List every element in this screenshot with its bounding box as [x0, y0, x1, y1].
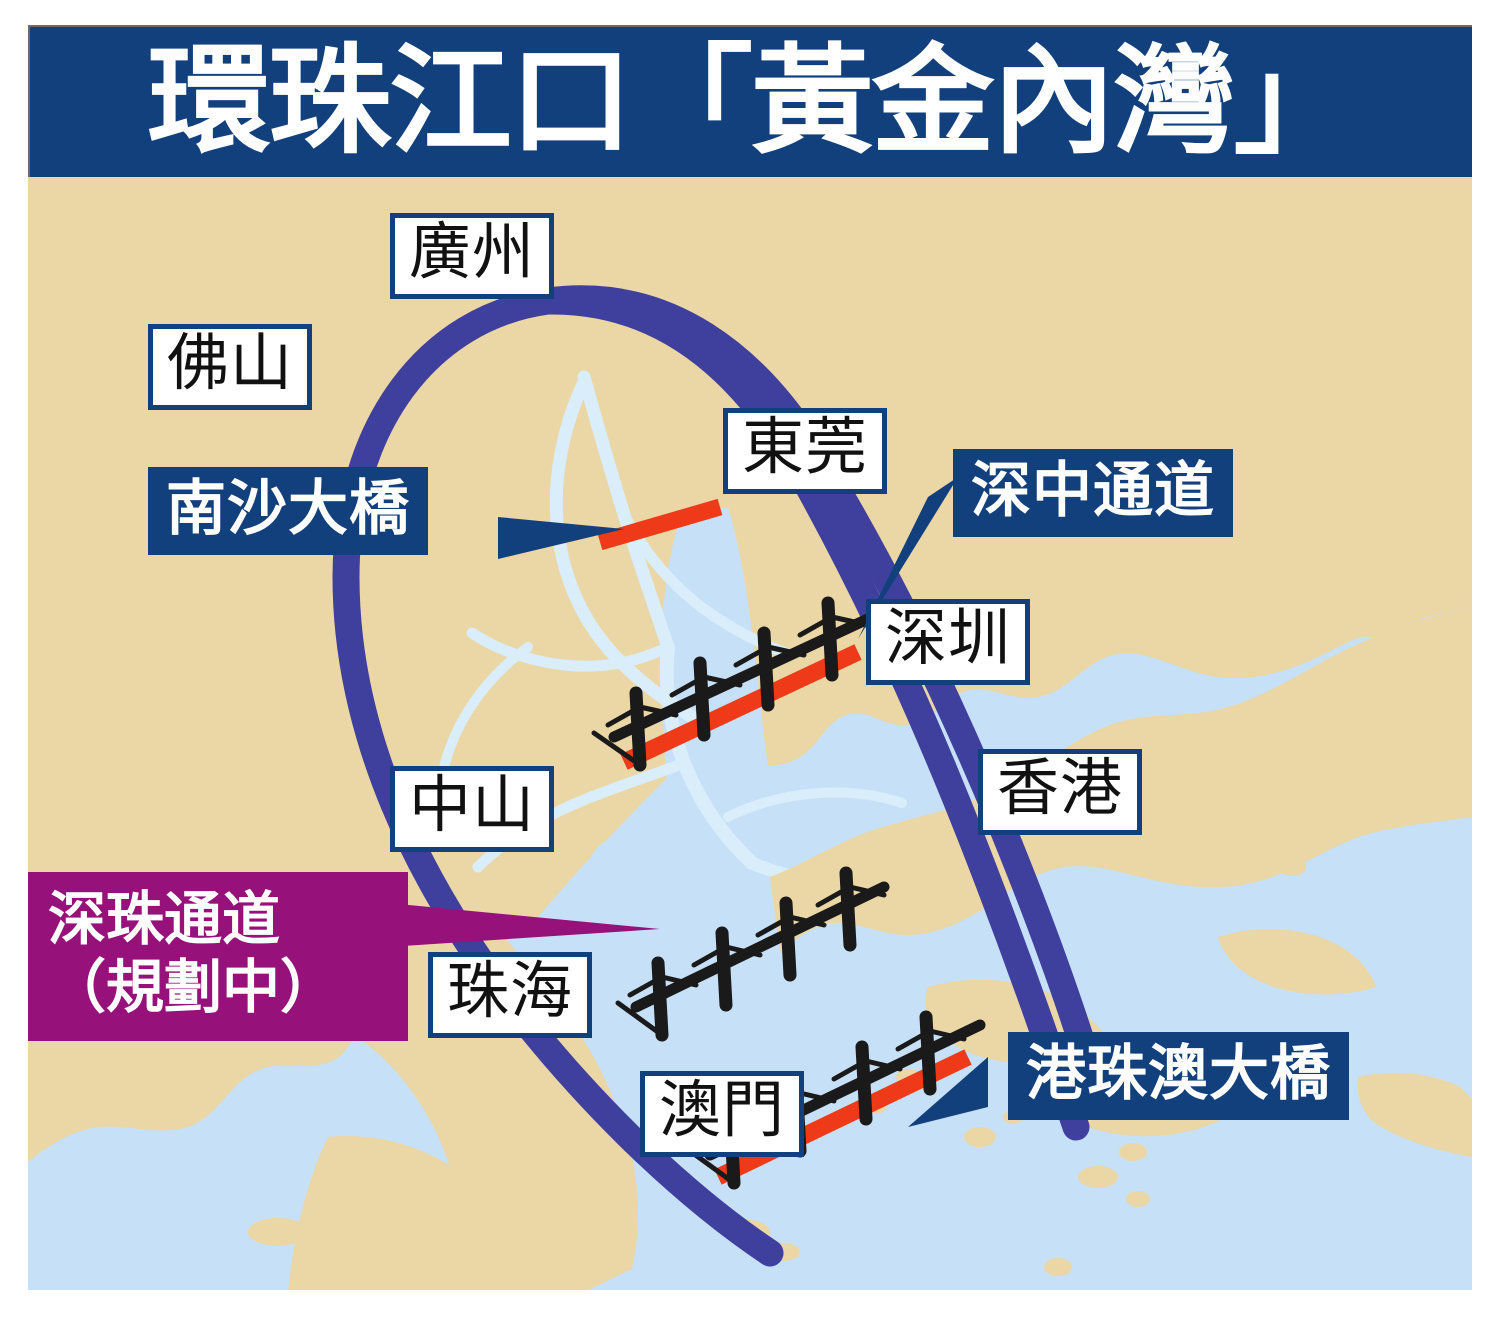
planned-label-line2: （規劃中）: [48, 955, 339, 1021]
infra-label-text: 港珠澳大橋: [1026, 1040, 1331, 1107]
city-label-foshan[interactable]: 佛山: [148, 324, 313, 410]
city-label-text: 佛山: [167, 329, 294, 398]
infra-label-text: 深中通道: [971, 457, 1215, 524]
city-label-shenzhen[interactable]: 深圳: [866, 599, 1031, 685]
land-ne-islands: [1258, 607, 1472, 663]
page-title: 環珠江口「黃金內灣」: [147, 36, 1356, 168]
city-label-text: 廣州: [409, 218, 536, 287]
land-east-island-a: [1318, 730, 1472, 817]
city-label-text: 香港: [997, 754, 1124, 823]
infra-label-nansha-bridge[interactable]: 南沙大橋: [148, 467, 428, 555]
nansha-bridge-pointer: [498, 517, 624, 559]
shenzhong-link-pointer: [858, 477, 958, 639]
land-east-island-c: [1357, 1072, 1472, 1157]
city-label-hongkong[interactable]: 香港: [978, 749, 1143, 835]
shenzhong-link-structure: [591, 596, 878, 772]
shenzhu-link-pointer: [388, 903, 660, 947]
city-label-text: 珠海: [447, 957, 574, 1026]
hzm-bridge-pointer: [908, 1057, 988, 1127]
nansha-bridge-road: [597, 498, 723, 551]
map-canvas: 廣州 佛山 東莞 深圳 香港 中山 珠海 澳門 南沙大橋 深中通道: [28, 177, 1472, 1290]
city-label-zhuhai[interactable]: 珠海: [428, 952, 593, 1038]
infra-label-shenzhu-link-planned[interactable]: 深珠通道 （規劃中）: [28, 872, 408, 1041]
city-label-text: 澳門: [659, 1076, 786, 1145]
city-label-text: 深圳: [885, 604, 1012, 673]
city-label-text: 中山: [409, 771, 536, 840]
city-label-zhongshan[interactable]: 中山: [390, 766, 555, 852]
title-banner: 環珠江口「黃金內灣」: [28, 25, 1472, 177]
infra-label-hzm-bridge[interactable]: 港珠澳大橋: [1008, 1032, 1349, 1120]
city-label-macau[interactable]: 澳門: [640, 1071, 805, 1157]
city-label-guangzhou[interactable]: 廣州: [390, 213, 555, 299]
shenzhu-link-structure: [615, 866, 890, 1042]
city-label-text: 東莞: [742, 413, 869, 482]
planned-label-line1: 深珠通道: [48, 887, 281, 952]
land-east-island-b: [1218, 929, 1376, 995]
infra-label-shenzhong-link[interactable]: 深中通道: [953, 449, 1233, 537]
shenzhong-link-road: [620, 644, 862, 770]
city-label-dongguan[interactable]: 東莞: [723, 408, 888, 494]
infra-label-text: 南沙大橋: [166, 475, 410, 542]
